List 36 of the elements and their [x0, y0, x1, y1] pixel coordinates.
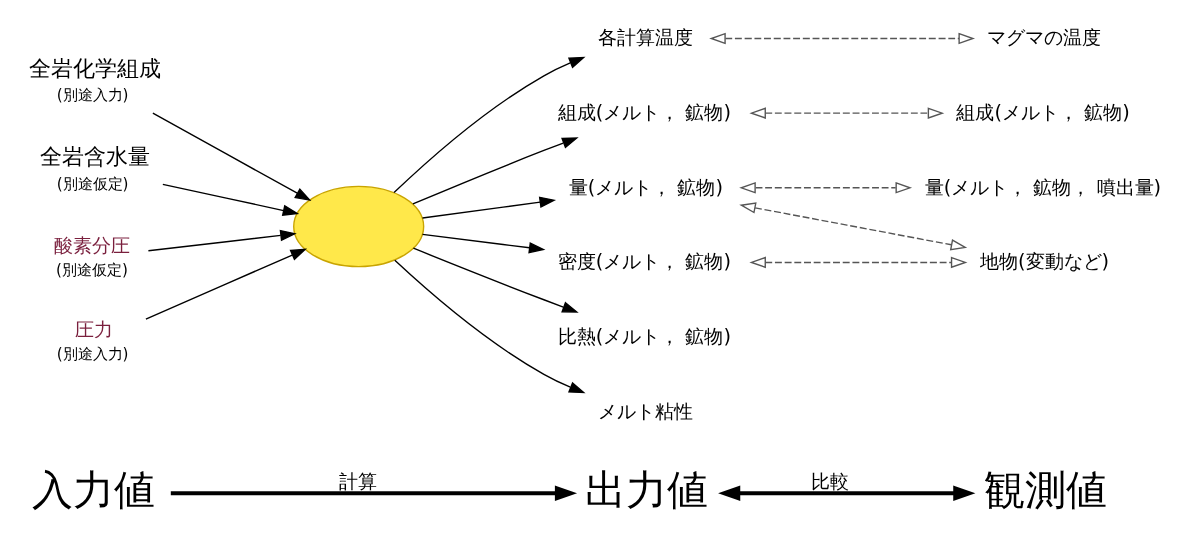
arrow	[739, 182, 913, 194]
node-text: 各計算温度	[597, 26, 693, 50]
node-text: 組成(メルト， 鉱物)	[557, 100, 731, 124]
node-text: 全岩含水量 (別途仮定)	[40, 143, 151, 193]
arrow	[718, 485, 976, 502]
arrow	[709, 32, 976, 45]
node-text: 量(メルト， 鉱物， 噴出量)	[924, 175, 1162, 199]
node-text: 観測値	[984, 466, 1108, 515]
arrow	[170, 485, 578, 502]
arrow	[421, 196, 557, 219]
arrow	[749, 256, 968, 269]
node-text: 地物(変動など)	[979, 250, 1110, 274]
arrow	[147, 229, 297, 252]
node-text: 出力値	[585, 466, 709, 515]
arrow	[412, 247, 579, 313]
arrow	[394, 259, 586, 394]
node-text: 比熱(メルト， 鉱物)	[557, 324, 731, 348]
arrow	[393, 56, 586, 194]
node-text: 組成(メルト， 鉱物)	[956, 100, 1130, 124]
node-text: 圧力 (別途入力)	[56, 317, 129, 363]
node-text: 密度(メルト， 鉱物)	[557, 250, 731, 274]
arrow	[162, 183, 300, 217]
arrow	[739, 202, 968, 251]
node-text: マグマの温度	[986, 26, 1101, 50]
arrow	[145, 248, 308, 320]
edge-label: 計算	[338, 470, 377, 494]
edge-label: 比較	[810, 470, 849, 494]
node-text: 全岩化学組成 (別途入力)	[29, 54, 162, 105]
node-text: 入力値	[31, 466, 155, 515]
arrow	[749, 107, 945, 119]
node-text: メルト粘性	[597, 399, 693, 423]
node-text: 酸素分圧 (別途仮定)	[53, 233, 130, 279]
arrow	[412, 137, 579, 205]
arrow	[421, 233, 546, 254]
arrow	[152, 112, 312, 202]
node-text: 量(メルト， 鉱物)	[568, 175, 724, 199]
